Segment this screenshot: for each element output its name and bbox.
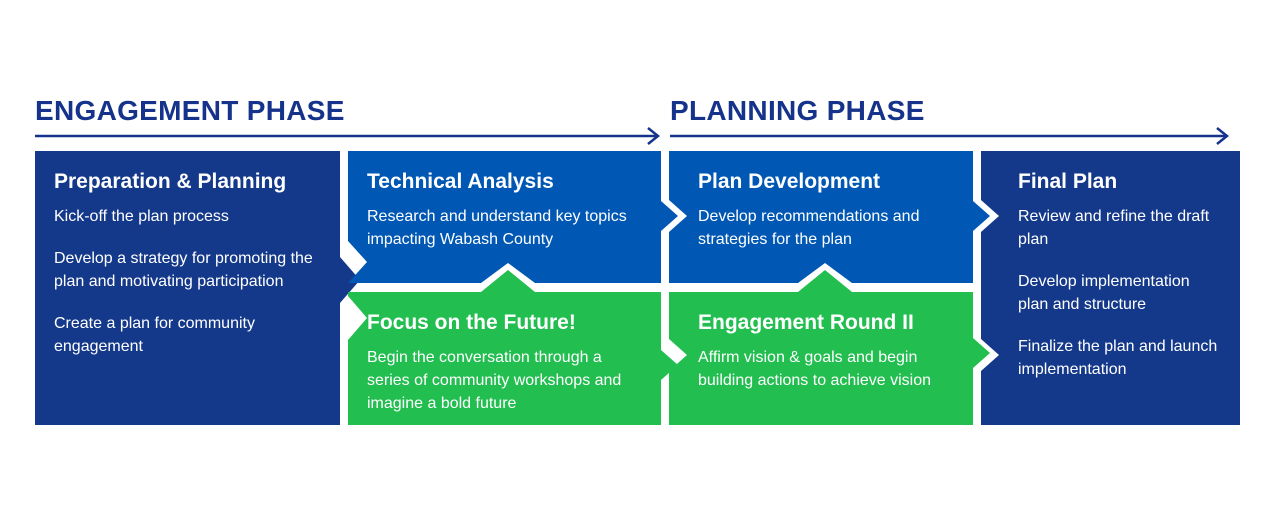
final-item: Develop implementation plan and structur… [1018, 273, 1190, 313]
plan-dev-step: Plan Development Develop recommendations… [698, 169, 963, 251]
final-box-shape [981, 151, 1240, 425]
preparation-item: Kick-off the plan process [54, 208, 229, 225]
engagement2-item: Affirm vision & goals and begin building… [698, 349, 932, 389]
focus-title: Focus on the Future! [367, 311, 576, 334]
preparation-step: Preparation & Planning Kick-off the plan… [54, 169, 329, 358]
plan-dev-box-shape [669, 151, 990, 283]
engagement2-title: Engagement Round II [698, 311, 914, 334]
final-item: Finalize the plan and launch implementat… [1018, 338, 1218, 378]
focus-step: Focus on the Future! Begin the conversat… [367, 310, 637, 415]
technical-box-shape [348, 151, 678, 283]
focus-box-shape [348, 270, 678, 425]
final-title: Final Plan [1018, 170, 1118, 193]
plan-dev-title: Plan Development [698, 170, 881, 193]
engagement2-step: Engagement Round II Affirm vision & goal… [698, 310, 968, 392]
preparation-item: Create a plan for community engagement [54, 315, 255, 355]
preparation-box-shape [35, 151, 360, 425]
focus-item: Begin the conversation through a series … [367, 349, 622, 412]
preparation-title: Preparation & Planning [54, 170, 287, 193]
technical-step: Technical Analysis Research and understa… [367, 169, 642, 251]
engagement-phase-arrow [35, 127, 661, 145]
engagement-phase-title: ENGAGEMENT PHASE [35, 95, 345, 126]
final-step: Final Plan Review and refine the draft p… [1018, 169, 1218, 381]
planning-phase-title: PLANNING PHASE [670, 95, 925, 126]
planning-phase-arrow [670, 127, 1230, 145]
final-item: Review and refine the draft plan [1018, 208, 1210, 248]
engagement2-box-shape [669, 270, 990, 425]
technical-item: Research and understand key topics impac… [367, 208, 627, 248]
technical-title: Technical Analysis [367, 170, 554, 193]
plan-dev-item: Develop recommendations and strategies f… [698, 208, 920, 248]
preparation-item: Develop a strategy for promoting the pla… [54, 250, 313, 290]
